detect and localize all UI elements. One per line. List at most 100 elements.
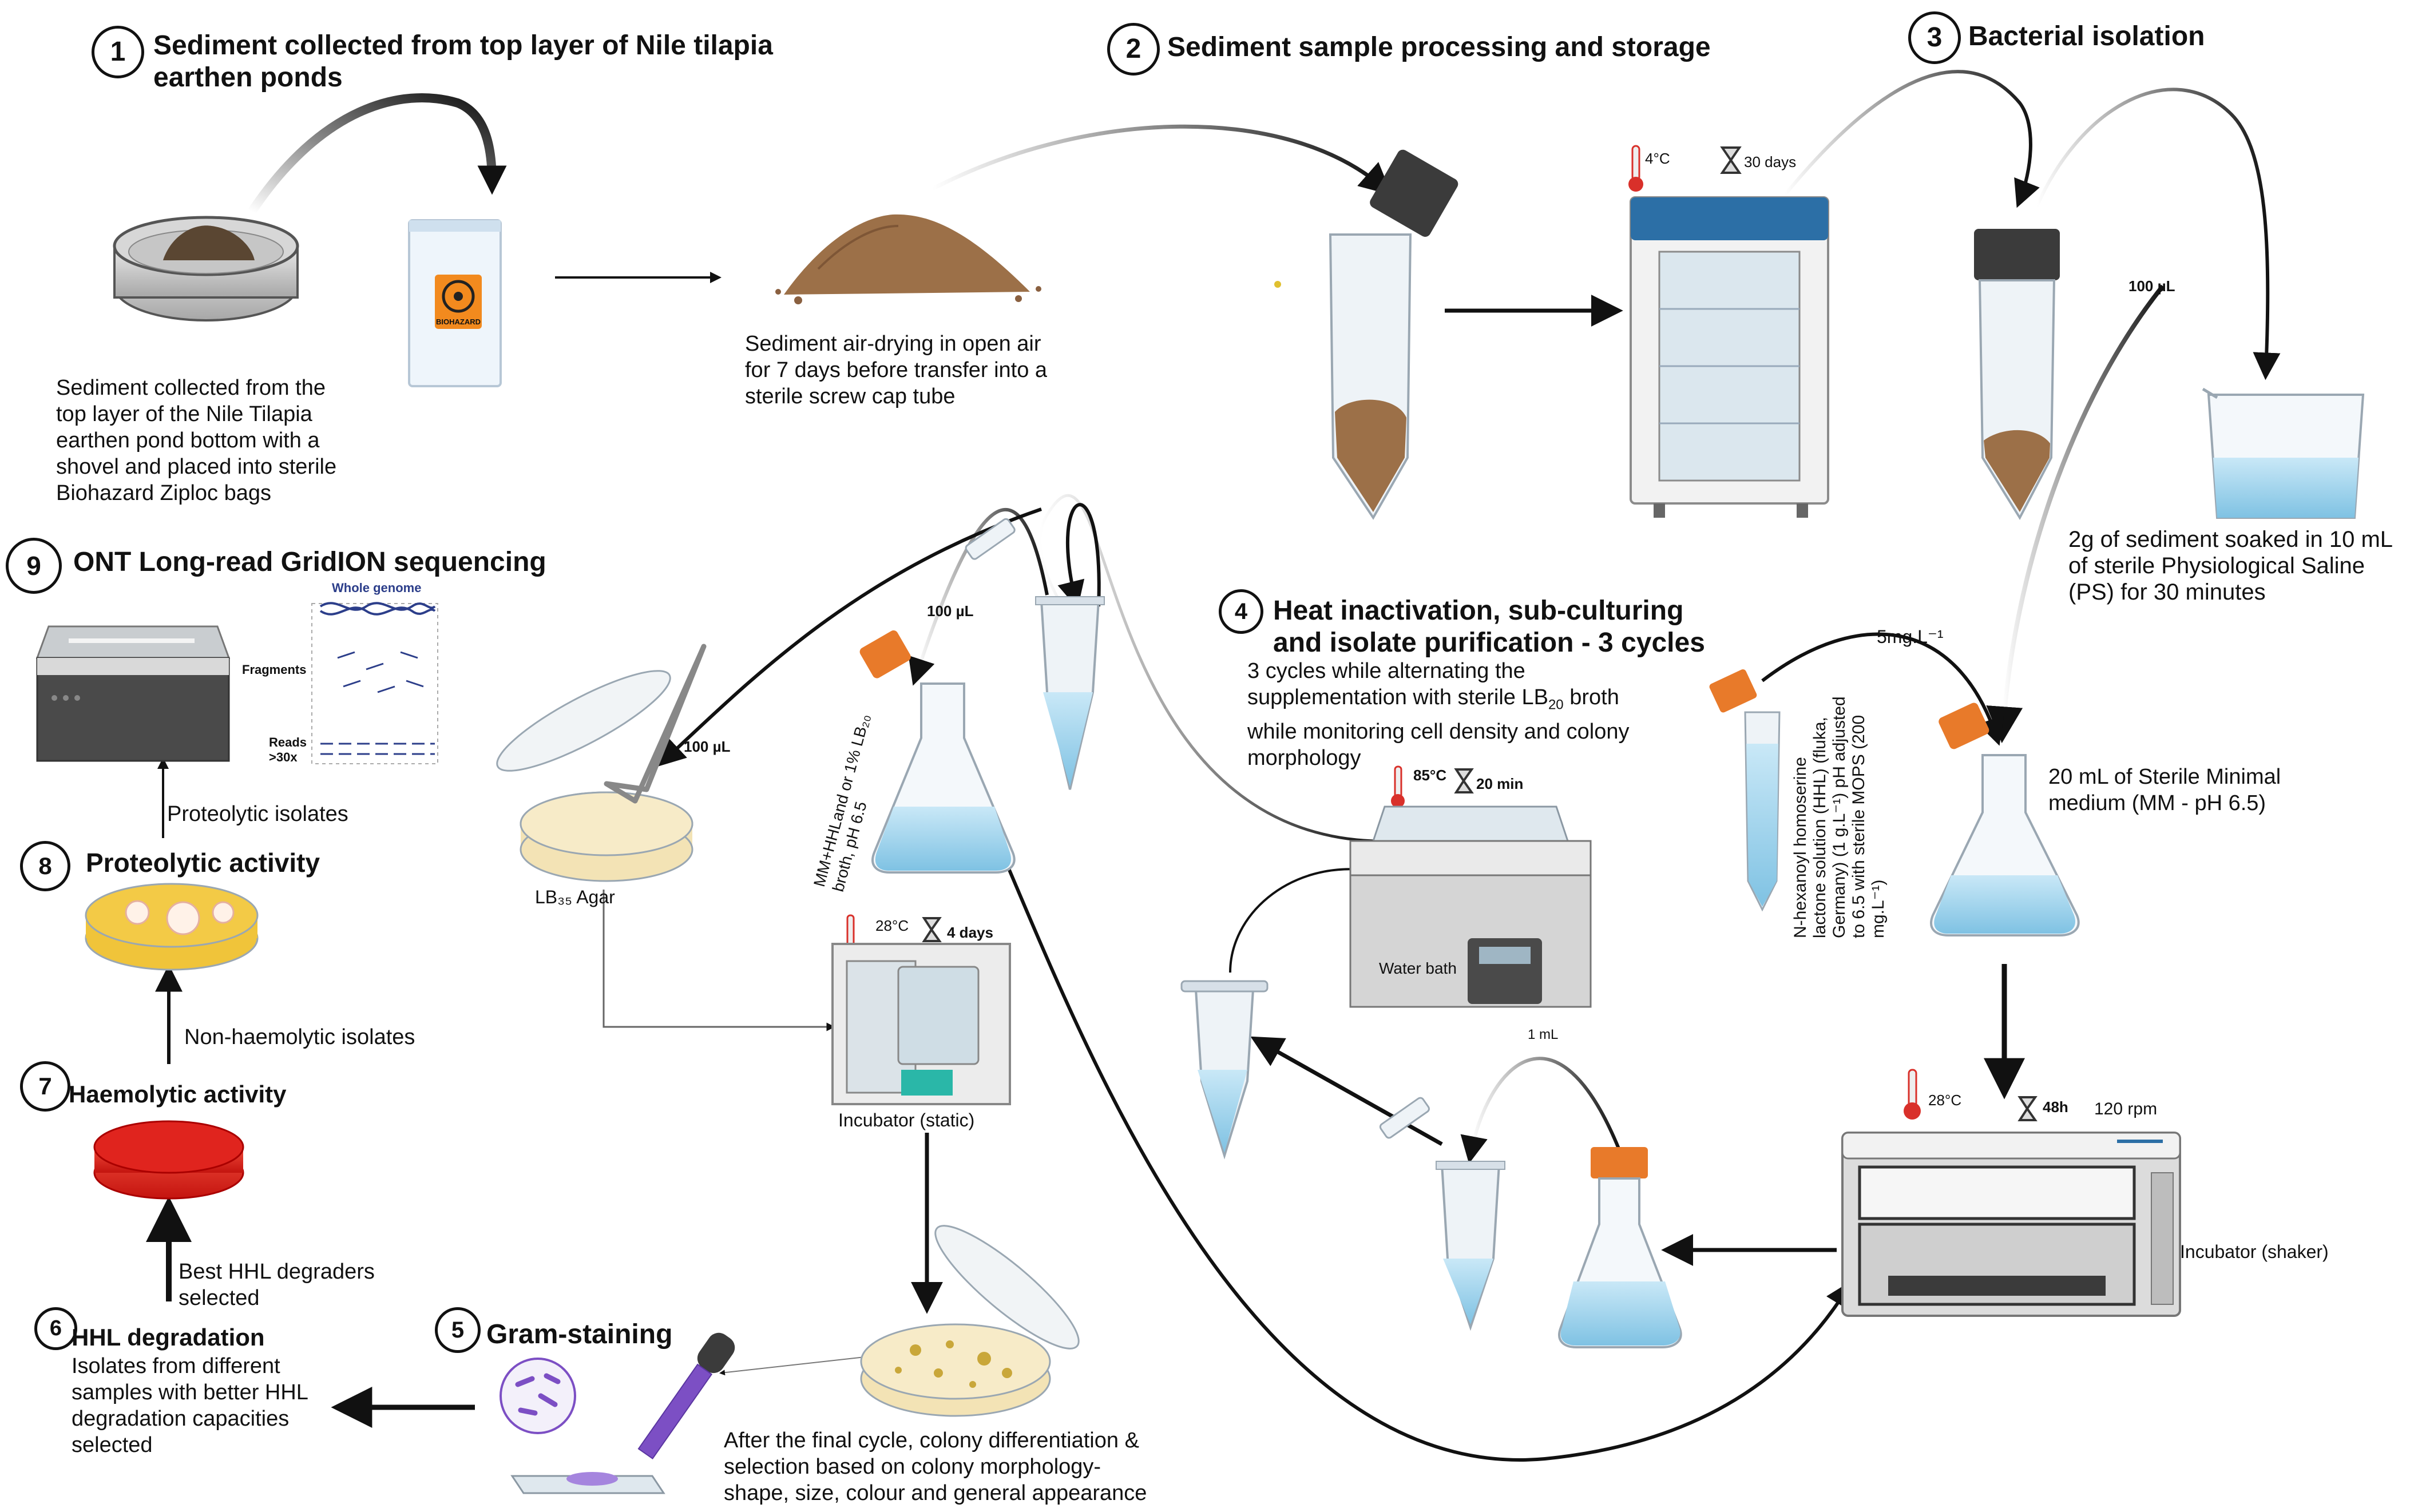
petri-dish-icon-colonies	[860, 1225, 1080, 1417]
shaker-rpm: 120 rpm	[2094, 1100, 2158, 1118]
arrow-to-agar	[657, 507, 1042, 767]
whole-genome-label: Whole genome	[332, 581, 422, 595]
arrow-fridge-to-tube	[1783, 70, 2040, 208]
minimal-medium-text: 20 mL of Sterile Minimal medium (MM - pH…	[2048, 765, 2281, 815]
step-number-7: 7	[20, 1061, 70, 1112]
water-bath-label: Water bath	[1379, 959, 1457, 977]
cycles-text-b: broth while monitoring cell density and …	[1247, 685, 1630, 770]
cycles-text-a: 3 cycles while alternating the supplemen…	[1247, 659, 1548, 709]
hourglass-icon-static	[922, 917, 942, 942]
arrow-eppendorf-to-flask	[908, 508, 1049, 686]
arrows	[146, 70, 2281, 1462]
volume-100ul-c: 100 µL	[684, 738, 731, 755]
bath-temp: 85°C	[1413, 767, 1447, 784]
biohazard-label: BIOHAZARD	[436, 318, 481, 326]
eppendorf-tube-icon-a	[1379, 1097, 1505, 1331]
soaked-text: 2g of sediment soaked in 10 mL of steril…	[2068, 527, 2393, 605]
shaker-incubator-icon	[1841, 1132, 2181, 1317]
soil-pile-icon	[775, 214, 1281, 304]
arrow-tube-to-beaker	[2035, 88, 2281, 380]
petri-dish-icon-lb	[496, 670, 693, 882]
step-title-4: Heat inactivation, sub-culturing and iso…	[1273, 596, 1705, 658]
volume-100ul-b: 100 µL	[927, 602, 974, 620]
biohazard-bag-icon	[408, 219, 502, 387]
petri-dish-icon-proteolytic	[85, 883, 259, 971]
volume-1ml: 1 mL	[1528, 1027, 1559, 1042]
incubator-shaker-label: Incubator (shaker)	[2180, 1241, 2329, 1262]
arrow-plate-to-dropper	[719, 1355, 876, 1376]
proteolytic-isolates-text: Proteolytic isolates	[167, 802, 348, 826]
hourglass-icon-shaker	[2017, 1096, 2038, 1121]
arrow-soil-to-tube	[932, 124, 1392, 196]
sequencer-icon	[35, 625, 231, 762]
air-drying-text: Sediment air-drying in open air for 7 da…	[745, 332, 1048, 408]
spreader-icon	[604, 644, 707, 804]
cycles-text: 3 cycles while alternating the supplemen…	[1247, 658, 1629, 771]
step-title-7: Haemolytic activity	[69, 1081, 287, 1108]
falcon-tube-icon-hhl	[1709, 669, 1781, 912]
arrow-eppendorf-to-tube	[1250, 1036, 1443, 1146]
step-title-2: Sediment sample processing and storage	[1167, 32, 1711, 62]
fridge-icon	[1630, 196, 1829, 518]
arrow-tube-to-waterbath	[1229, 863, 1365, 973]
step-title-1: Sediment collected from top layer of Nil…	[153, 30, 773, 93]
lb-agar-label: LB₃₅ Agar	[535, 887, 615, 907]
step-title-5: Gram-staining	[486, 1319, 673, 1350]
step-number-9: 9	[6, 538, 62, 594]
incubator-static-label: Incubator (static)	[838, 1110, 975, 1130]
arrow-waterbath-to-eppendorf	[1038, 494, 1374, 843]
reads-label: Reads >30x	[269, 735, 307, 764]
step-number-6: 6	[34, 1307, 77, 1350]
step-title-8: Proteolytic activity	[86, 848, 320, 878]
bath-time: 20 min	[1476, 775, 1524, 792]
flask-icon-culture	[1558, 1147, 1682, 1348]
incubator-icon	[831, 943, 1011, 1105]
step-title-3: Bacterial isolation	[1968, 21, 2205, 51]
hourglass-icon-bath	[1454, 768, 1474, 793]
step-number-5: 5	[435, 1307, 481, 1353]
static-temp: 28°C	[875, 917, 909, 934]
fragments-label: Fragments	[242, 662, 307, 677]
non-haemolytic-text: Non-haemolytic isolates	[184, 1025, 415, 1049]
step-number-1: 1	[92, 26, 144, 78]
petri-dish-icon-blood	[93, 1120, 244, 1200]
step-number-8: 8	[20, 841, 70, 891]
arrow-eppendorf-loop	[1057, 503, 1101, 609]
step-title-6: HHL degradation	[72, 1324, 265, 1351]
falcon-tube-icon-1	[1329, 149, 1458, 520]
eppendorf-tube-icon-c	[965, 518, 1105, 790]
fridge-temp: 4°C	[1645, 150, 1670, 167]
arrow-flask-to-eppendorf	[1460, 1057, 1621, 1164]
sieve-icon	[113, 216, 299, 322]
sediment-collected-text: Sediment collected from the top layer of…	[56, 376, 337, 505]
arrow-hhl-to-flask	[1761, 632, 2004, 746]
flask-icon-mm	[1930, 703, 2080, 936]
arrow-beaker-to-flask	[1986, 284, 2165, 744]
flask-icon-lb	[859, 630, 1016, 874]
thermometer-icon-fridge	[1628, 145, 1643, 192]
shaker-time: 48h	[2043, 1098, 2068, 1116]
best-hhl-text: Best HHL degraders selected	[179, 1260, 375, 1310]
cycles-text-sub: 20	[1548, 697, 1564, 713]
genome-schematic-icon	[311, 602, 438, 764]
falcon-tube-icon-2	[1974, 229, 2060, 521]
hhl-isolates-text: Isolates from different samples with bet…	[72, 1354, 308, 1457]
dropper-icon	[566, 1332, 735, 1486]
microscope-view-icon	[500, 1358, 665, 1494]
step-number-3: 3	[1908, 11, 1961, 64]
hhl-solution-text: N-hexanoyl homoserine lactone solution (…	[1791, 696, 1888, 938]
arrow-flask-to-shaker-long	[982, 811, 1853, 1462]
fridge-time: 30 days	[1744, 153, 1797, 170]
arrow-agar-to-incubator	[602, 890, 835, 1031]
arrow-collect-to-bag	[248, 93, 507, 215]
step-number-2: 2	[1107, 23, 1160, 76]
step-title-9: ONT Long-read GridION sequencing	[73, 547, 546, 577]
hourglass-icon-fridge	[1720, 146, 1742, 174]
final-cycle-text: After the final cycle, colony differenti…	[724, 1428, 1147, 1505]
step-number-4: 4	[1219, 589, 1263, 634]
beaker-icon	[2202, 387, 2365, 519]
eppendorf-tube-icon-b	[1180, 980, 1269, 1160]
volume-100ul-a: 100 µL	[2128, 277, 2175, 295]
